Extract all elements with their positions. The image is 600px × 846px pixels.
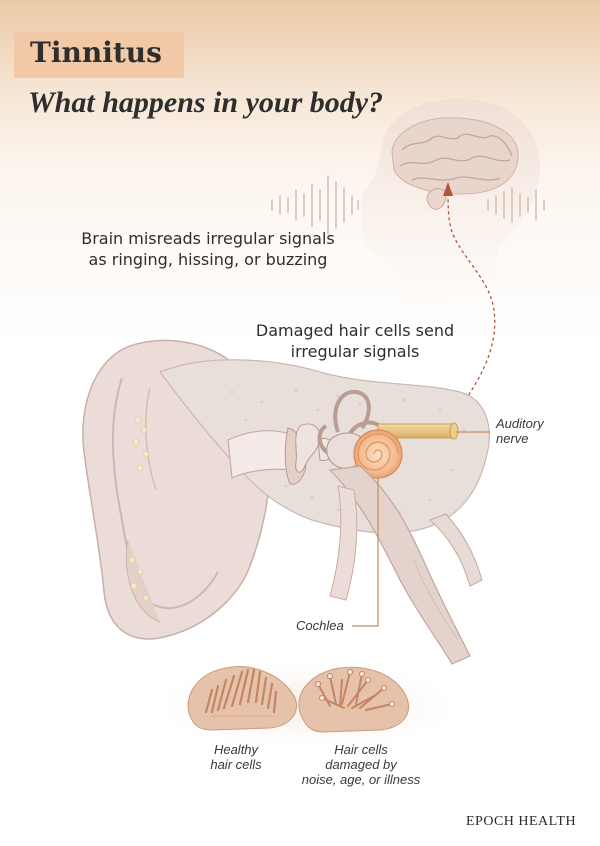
brand-logo-text: EPOCH HEALTH bbox=[466, 814, 577, 829]
page-title: Tinnitus bbox=[30, 36, 162, 69]
eustachian-tube bbox=[328, 465, 483, 665]
damaged-hair-cells-label: Damaged hair cells send irregular signal… bbox=[250, 320, 460, 362]
healthy-hair-cells-label: Healthy hair cells bbox=[196, 742, 276, 772]
damaged-label-line-1: Hair cells bbox=[334, 742, 388, 757]
auditory-nerve-label: Auditory nerve bbox=[496, 416, 544, 446]
healthy-label-line-2: hair cells bbox=[210, 757, 262, 772]
damaged-hair-cells-caption: Hair cells damaged by noise, age, or ill… bbox=[296, 742, 426, 787]
page-subtitle: What happens in your body? bbox=[28, 86, 384, 119]
healthy-hair-cells bbox=[187, 666, 297, 731]
brain-label-line-2: as ringing, hissing, or buzzing bbox=[88, 250, 328, 269]
auditory-label-line-2: nerve bbox=[496, 431, 529, 446]
brain-misreads-label: Brain misreads irregular signals as ring… bbox=[58, 228, 358, 270]
damaged-label-line-2: damaged by bbox=[325, 757, 397, 772]
brain-label-line-1: Brain misreads irregular signals bbox=[81, 229, 335, 248]
cochlea bbox=[353, 429, 403, 479]
hair-label-line-2: irregular signals bbox=[290, 342, 420, 361]
cochlea-label: Cochlea bbox=[296, 618, 344, 633]
damaged-hair-cells bbox=[298, 666, 409, 733]
hair-label-line-1: Damaged hair cells send bbox=[255, 321, 455, 340]
title-highlight-box bbox=[14, 32, 184, 78]
healthy-label-line-1: Healthy bbox=[213, 742, 259, 757]
damaged-label-line-3: noise, age, or illness bbox=[301, 772, 421, 787]
auditory-label-line-1: Auditory bbox=[496, 416, 544, 431]
leader-lines bbox=[352, 431, 490, 627]
sound-wave-right bbox=[487, 187, 545, 223]
signal-path-arrow bbox=[443, 182, 496, 421]
hair-cells-inset bbox=[158, 662, 458, 750]
auditory-nerve bbox=[377, 422, 459, 440]
head-silhouette bbox=[360, 99, 541, 318]
sound-wave-left bbox=[271, 175, 359, 235]
